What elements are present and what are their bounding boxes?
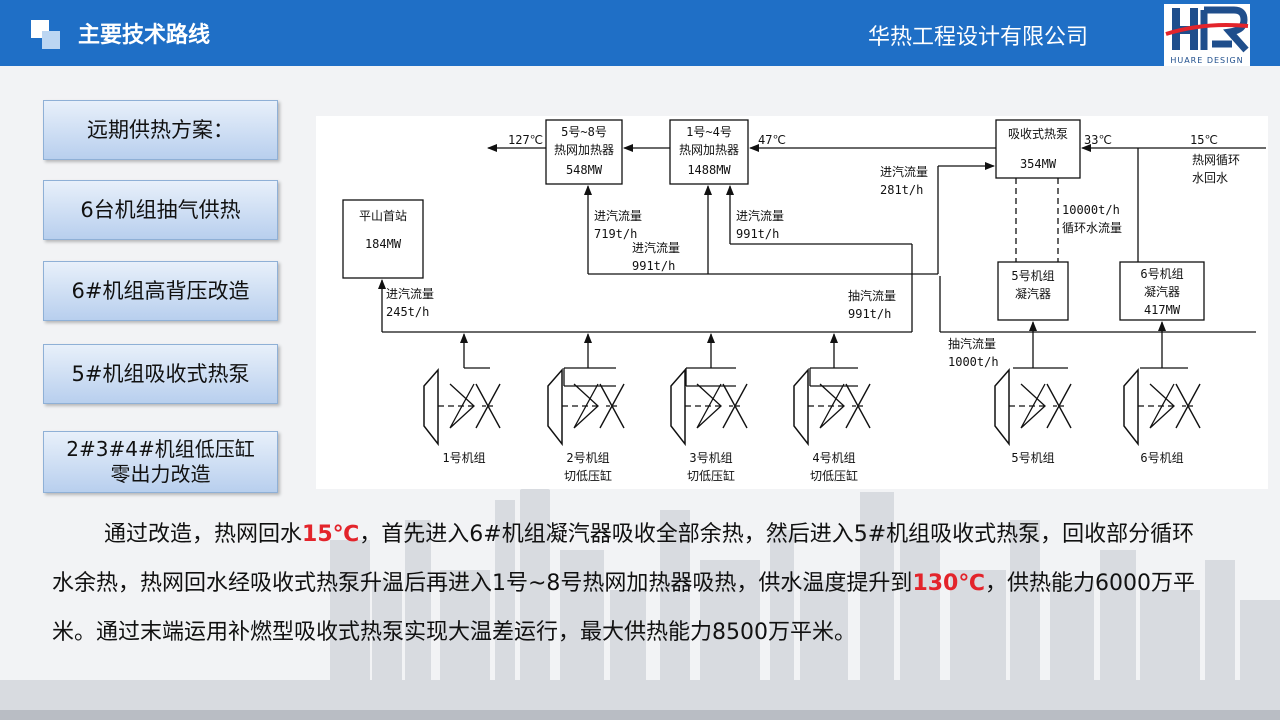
heater-1-4-name: 1号~4号	[686, 125, 732, 139]
temp-47: 47℃	[758, 133, 786, 147]
unit5-heat-pump-button[interactable]: 5#机组吸收式热泵	[43, 344, 278, 404]
heater-5-8-name: 5号~8号	[561, 125, 607, 139]
unit5-label: 5号机组	[1011, 451, 1054, 465]
heater-5-8-type: 热网加热器	[554, 143, 614, 157]
header-bar: 主要技术路线 华热工程设计有限公司	[0, 0, 1280, 66]
unit4-turbine-icon	[793, 369, 871, 445]
return-water-label: 热网循环	[1192, 153, 1240, 167]
steam-245-label: 进汽流量	[386, 286, 434, 301]
unit6-turbine-icon	[1123, 369, 1201, 445]
pingshan-station-box	[342, 199, 424, 279]
unit6-condenser-name: 6号机组	[1140, 267, 1183, 281]
return-temp-highlight: 15℃	[302, 522, 360, 547]
company-name: 华热工程设计有限公司	[868, 25, 1089, 50]
heat-pump-box	[995, 119, 1081, 179]
heating-system-diagram: 5号~8号 热网加热器 548MW 1号~4号 热网加热器 1488MW 吸收式…	[316, 116, 1268, 489]
heater-1-4-type: 热网加热器	[679, 143, 739, 157]
heater-5-8-capacity: 548MW	[566, 163, 603, 177]
heat-pump-capacity: 354MW	[1020, 157, 1057, 171]
station-name: 平山首站	[359, 209, 407, 223]
description-paragraph: 通过改造，热网回水15℃，首先进入6#机组凝汽器吸收全部余热，然后进入5#机组吸…	[52, 522, 1196, 645]
steam-991a-label: 进汽流量	[736, 208, 784, 223]
unit2-note: 切低压缸	[564, 468, 612, 483]
unit4-label: 4号机组	[812, 451, 855, 465]
unit3-note: 切低压缸	[687, 468, 735, 483]
extraction-991-label: 抽汽流量	[848, 288, 896, 303]
hr-logo-icon	[1165, 6, 1249, 53]
low-pressure-cylinder-button[interactable]: 2#3#4#机组低压缸零出力改造	[43, 431, 278, 493]
temp-127: 127℃	[508, 133, 543, 147]
unit5-condenser-type: 凝汽器	[1015, 286, 1051, 301]
supply-temp-highlight: 130℃	[912, 571, 986, 596]
steam-719-label: 进汽流量	[594, 208, 642, 223]
plan-title-button[interactable]: 远期供热方案：	[43, 100, 278, 160]
unit6-condenser-capacity: 417MW	[1144, 303, 1181, 317]
steam-245-value: 245t/h	[386, 305, 429, 319]
unit6-condenser-type: 凝汽器	[1144, 284, 1180, 299]
page-title: 主要技术路线	[78, 23, 211, 48]
unit5-condenser-name: 5号机组	[1011, 269, 1054, 283]
heater-1-4-box	[669, 119, 749, 185]
steam-281-label: 进汽流量	[880, 164, 928, 179]
six-unit-extraction-button[interactable]: 6台机组抽气供热	[43, 180, 278, 240]
unit3-label: 3号机组	[689, 451, 732, 465]
heater-1-4-capacity: 1488MW	[687, 163, 731, 177]
steam-991b-label: 进汽流量	[632, 240, 680, 255]
title-square-accent-icon	[42, 31, 60, 49]
extraction-1000-label: 抽汽流量	[948, 336, 996, 351]
steam-281-value: 281t/h	[880, 183, 923, 197]
heater-5-8-box	[545, 119, 623, 185]
steam-719-value: 719t/h	[594, 227, 637, 241]
unit1-label: 1号机组	[442, 451, 485, 465]
logo-caption: HUARE DESIGN	[1170, 56, 1244, 65]
circulation-flow-value: 10000t/h	[1062, 203, 1120, 217]
circulation-flow-label: 循环水流量	[1062, 221, 1122, 235]
city-skyline-background	[0, 480, 1280, 720]
unit2-turbine-icon	[547, 369, 625, 445]
steam-991a-value: 991t/h	[736, 227, 779, 241]
unit5-turbine-icon	[994, 369, 1072, 445]
unit6-label: 6号机组	[1140, 451, 1183, 465]
extraction-1000-value: 1000t/h	[948, 355, 999, 369]
company-logo: HUARE DESIGN	[1164, 4, 1250, 66]
unit2-label: 2号机组	[566, 451, 609, 465]
temp-15: 15℃	[1190, 133, 1218, 147]
unit3-turbine-icon	[670, 369, 748, 445]
temp-33: 33℃	[1084, 133, 1112, 147]
unit6-condenser-box	[1119, 261, 1205, 321]
extraction-991-value: 991t/h	[848, 307, 891, 321]
unit6-back-pressure-button[interactable]: 6#机组高背压改造	[43, 261, 278, 321]
steam-991b-value: 991t/h	[632, 259, 675, 273]
heat-pump-name: 吸收式热泵	[1008, 127, 1068, 141]
unit5-condenser-box	[997, 261, 1069, 321]
return-water-label-2: 水回水	[1192, 171, 1228, 185]
unit1-turbine-icon	[423, 369, 501, 445]
unit4-note: 切低压缸	[810, 468, 858, 483]
station-capacity: 184MW	[365, 237, 402, 251]
